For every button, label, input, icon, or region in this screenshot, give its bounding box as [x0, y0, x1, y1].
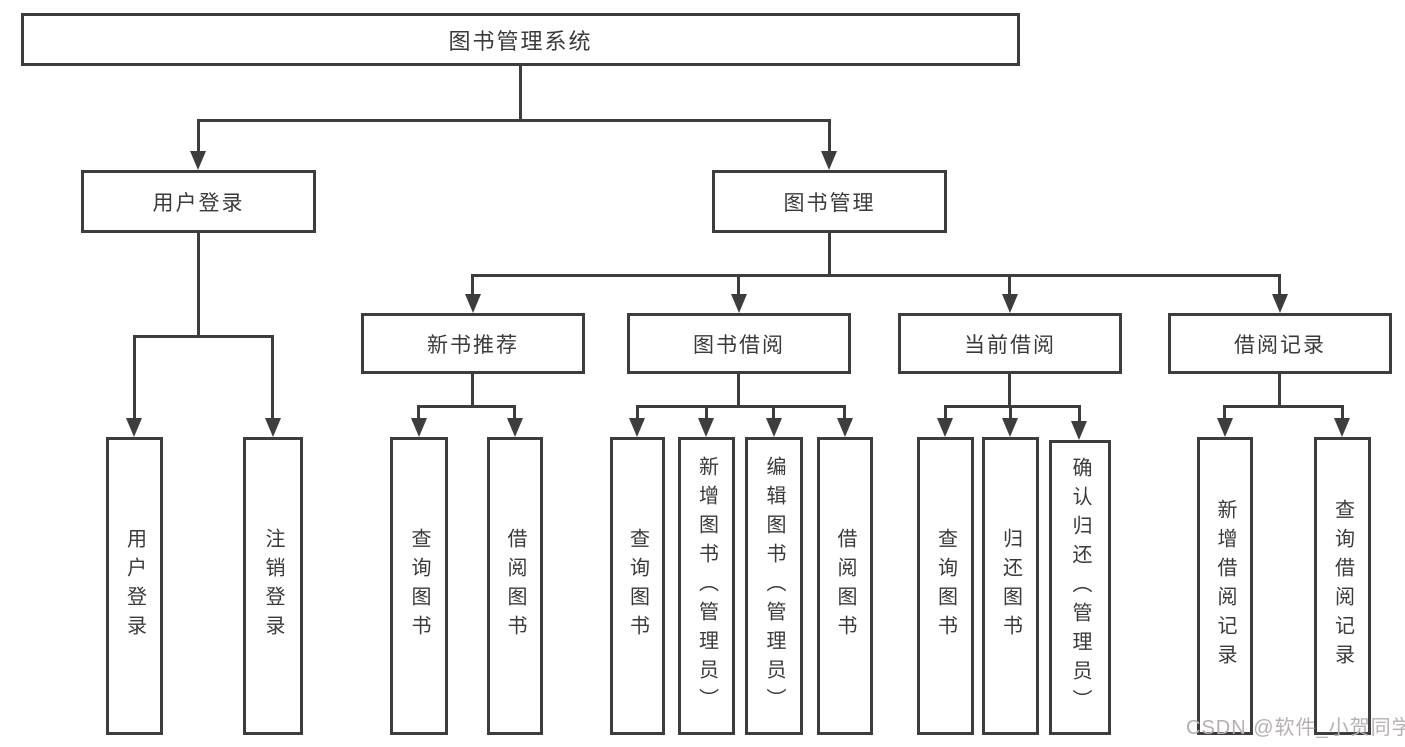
connector-user-login-hline [134, 335, 274, 338]
node-user-login-label: 用户登录 [152, 191, 245, 215]
node-br-query-record: 查询借阅记录 [1314, 437, 1371, 735]
node-borrow-records-label: 借阅记录 [1234, 333, 1326, 357]
csdn-watermark: CSDN @软件_小贺同学 [1186, 717, 1405, 739]
node-cb-return-books-label: 归还图书 [999, 528, 1022, 644]
connector-drop-rec-query [417, 405, 420, 418]
node-bb-add-books-label: 新增图书（管理员） [695, 455, 718, 717]
connector-drop-bb-edit [772, 405, 775, 418]
arrow-new-book-rec [465, 294, 481, 313]
connector-borrow-records-hline [1225, 405, 1343, 408]
arrow-user-login [190, 151, 206, 170]
node-new-book-rec-label: 新书推荐 [427, 333, 519, 357]
node-borrow-records: 借阅记录 [1168, 313, 1392, 374]
node-rec-query-books: 查询图书 [390, 437, 448, 735]
node-bb-borrow-books: 借阅图书 [817, 437, 873, 735]
connector-book-mgmt-stem [828, 233, 831, 274]
connector-drop-cb-query [944, 405, 947, 418]
arrow-book-borrow [731, 294, 747, 313]
connector-drop-bb-add [705, 405, 708, 418]
arrow-cb-query [937, 418, 953, 437]
node-cb-query-books-label: 查询图书 [934, 528, 957, 644]
connector-drop-br-query [1341, 405, 1344, 418]
node-cb-return-books: 归还图书 [982, 437, 1039, 735]
connector-borrow-records-stem [1278, 374, 1281, 405]
node-current-borrow: 当前借阅 [898, 313, 1122, 374]
node-bb-borrow-books-label: 借阅图书 [834, 528, 856, 644]
node-rec-query-books-label: 查询图书 [408, 528, 430, 644]
connector-new-book-rec-stem [471, 374, 474, 405]
node-br-add-record-label: 新增借阅记录 [1214, 499, 1236, 673]
connector-drop-bb-borrow [843, 405, 846, 418]
node-leaf-logout-label: 注销登录 [262, 528, 284, 644]
connector-drop-user-login [197, 119, 200, 151]
arrow-current-borrow [1002, 294, 1018, 313]
node-br-add-record: 新增借阅记录 [1197, 437, 1253, 735]
connector-drop-book-mgmt [828, 119, 831, 151]
arrow-leaf-logout [265, 418, 281, 437]
arrow-bb-borrow [837, 418, 853, 437]
node-cb-query-books: 查询图书 [917, 437, 974, 735]
arrow-borrow-records [1272, 294, 1288, 313]
connector-current-borrow-hline [945, 405, 1080, 408]
arrow-rec-borrow [507, 418, 523, 437]
arrow-book-mgmt [821, 151, 837, 170]
node-book-borrow: 图书借阅 [627, 313, 851, 374]
node-book-borrow-label: 图书借阅 [693, 333, 785, 357]
arrow-leaf-user-login [126, 418, 142, 437]
node-bb-edit-books: 编辑图书（管理员） [745, 437, 803, 735]
arrow-rec-query [411, 418, 427, 437]
connector-root-stem [519, 66, 522, 119]
connector-drop-bb-query [636, 405, 639, 418]
node-bb-query-books-label: 查询图书 [626, 528, 649, 644]
node-cb-confirm-return: 确认归还（管理员） [1049, 440, 1111, 735]
node-bb-edit-books-label: 编辑图书（管理员） [763, 455, 785, 717]
node-br-query-record-label: 查询借阅记录 [1331, 499, 1354, 673]
node-rec-borrow-books-label: 借阅图书 [504, 528, 526, 644]
node-user-login: 用户登录 [81, 170, 316, 233]
arrow-bb-query [629, 418, 645, 437]
node-cb-confirm-return-label: 确认归还（管理员） [1069, 457, 1091, 718]
connector-book-borrow-hline [637, 405, 845, 408]
node-leaf-user-login-label: 用户登录 [123, 528, 146, 644]
connector-drop-current-borrow [1008, 274, 1011, 294]
connector-drop-borrow-records [1278, 274, 1281, 294]
node-leaf-logout: 注销登录 [243, 437, 303, 735]
arrow-br-query [1334, 418, 1350, 437]
node-root: 图书管理系统 [21, 13, 1020, 66]
node-book-mgmt-label: 图书管理 [783, 191, 876, 215]
node-bb-query-books: 查询图书 [610, 437, 665, 735]
arrow-bb-edit [766, 418, 782, 437]
connector-drop-rec-borrow [513, 405, 516, 418]
connector-current-borrow-stem [1008, 374, 1011, 405]
connector-drop-leaf-logout [271, 335, 274, 418]
node-new-book-rec: 新书推荐 [361, 313, 585, 374]
node-current-borrow-label: 当前借阅 [964, 333, 1056, 357]
node-root-label: 图书管理系统 [448, 28, 593, 54]
connector-user-login-stem [197, 233, 200, 335]
connector-drop-cb-confirm [1078, 405, 1081, 421]
arrow-bb-add [698, 418, 714, 437]
arrow-cb-return [1002, 418, 1018, 437]
connector-drop-new-book-rec [471, 274, 474, 294]
connector-new-book-rec-hline [419, 405, 515, 408]
connector-l1-hline [197, 119, 831, 122]
connector-drop-book-borrow [737, 274, 740, 294]
arrow-cb-confirm [1071, 421, 1087, 440]
node-leaf-user-login: 用户登录 [106, 437, 163, 735]
node-book-mgmt: 图书管理 [712, 170, 947, 233]
arrow-br-add [1217, 418, 1233, 437]
connector-drop-br-add [1223, 405, 1226, 418]
connector-drop-leaf-user-login [133, 335, 136, 418]
connector-l3-hline [473, 274, 1280, 277]
connector-book-borrow-stem [737, 374, 740, 405]
node-rec-borrow-books: 借阅图书 [487, 437, 543, 735]
node-bb-add-books: 新增图书（管理员） [678, 437, 735, 735]
connector-drop-cb-return [1009, 405, 1012, 418]
